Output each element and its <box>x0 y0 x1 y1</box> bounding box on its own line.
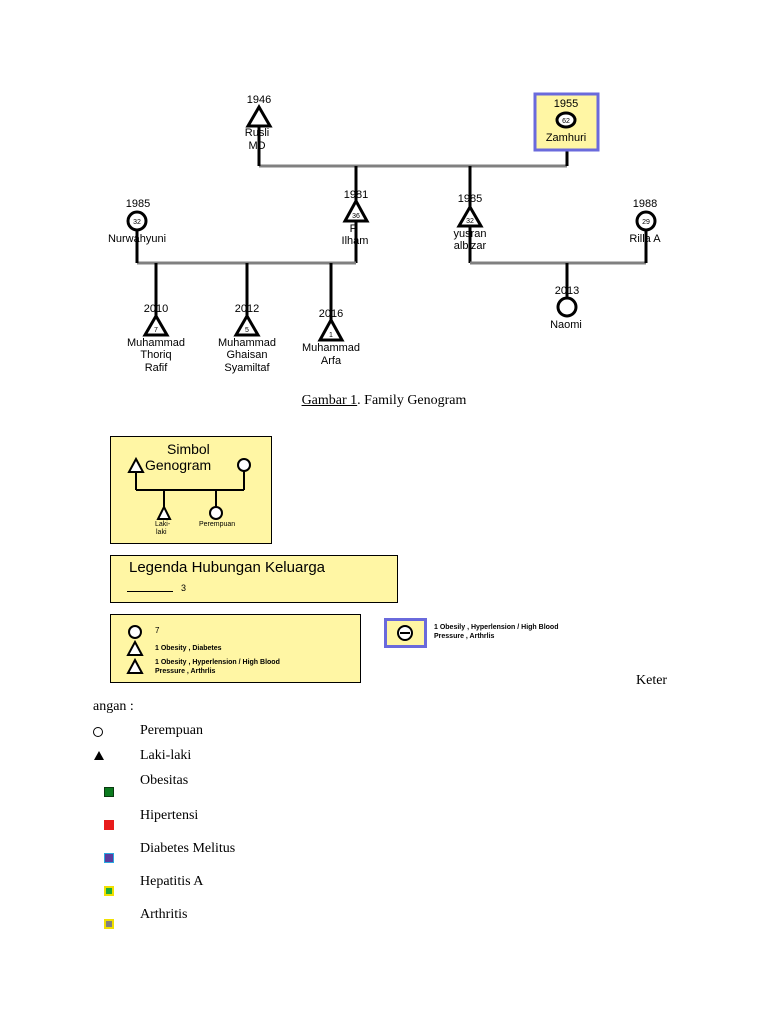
ilham-name-2: Ilham <box>342 235 369 247</box>
conditions-male-ht-1: 1 Obesity , Hyperlension / High Blood <box>155 659 280 666</box>
ghaisan-year: 2012 <box>235 303 259 315</box>
legenda-count: 3 <box>181 583 187 593</box>
legend-laki: Laki-laki <box>140 748 192 763</box>
simbol-female-label: Perempuan <box>199 521 235 528</box>
naomi-name: Naomi <box>550 319 582 331</box>
arfa-age: 1 <box>329 332 333 339</box>
nurwahyuni-age: 32 <box>133 219 141 226</box>
ghaisan-male-triangle-icon <box>233 313 261 337</box>
simbol-title-2: Genogram <box>145 457 211 473</box>
diabetes-swatch-icon <box>104 853 114 863</box>
conditions-female-circle-icon <box>128 625 142 639</box>
yusran-name-2: albizar <box>454 240 487 252</box>
thoriq-year: 2010 <box>144 303 168 315</box>
yusran-year: 1985 <box>458 193 482 205</box>
thoriq-name-2: Thoriq <box>140 349 171 361</box>
nurwahyuni-name: Nurwahyuni <box>108 233 166 245</box>
rusli-name-1: Rusli <box>245 127 269 139</box>
legend-perempuan: Perempuan <box>140 723 203 738</box>
figure-caption: Gambar 1. Family Genogram <box>0 393 768 409</box>
legend-male-triangle-icon <box>94 751 104 760</box>
arfa-year: 2016 <box>319 308 343 320</box>
legend-arthritis: Arthritis <box>140 907 188 922</box>
ghaisan-name-3: Syamiltaf <box>224 362 270 374</box>
legend-obesitas: Obesitas <box>140 773 189 788</box>
legend-diabetes: Diabetes Melitus <box>140 841 236 856</box>
simbol-female-circle-icon <box>237 458 251 472</box>
rusli-name-2: MD <box>248 140 265 152</box>
female-condition-icon-wrap <box>397 625 413 641</box>
female-condition-text-2: Pressure , Arthrlis <box>434 633 495 640</box>
thoriq-male-triangle-icon <box>142 313 170 337</box>
simbol-male-triangle-icon <box>127 456 145 473</box>
legenda-line <box>127 591 173 592</box>
simbol-male-label-2: laki <box>156 529 167 536</box>
conditions-box: 7 1 Obesity , Diabetes 1 Obesity , Hyper… <box>110 614 361 683</box>
simbol-male-label-1: Laki- <box>155 521 171 528</box>
rusli-male-triangle-icon <box>245 104 273 128</box>
rilla-name: Rilla A <box>629 233 661 245</box>
arthritis-swatch-icon <box>104 919 114 929</box>
simbol-title-1: Simbol <box>167 441 210 457</box>
zamhuri-year: 1955 <box>554 98 578 110</box>
obesitas-swatch-icon <box>104 787 114 797</box>
yusran-age: 32 <box>466 218 474 225</box>
family-genogram: 1946 Rusli MD 1955 62 Zamhuri 1981 36 F … <box>108 92 661 374</box>
rilla-year: 1988 <box>633 198 657 210</box>
hepatitis-swatch-icon <box>104 886 114 896</box>
naomi-year: 2013 <box>555 285 579 297</box>
conditions-male-ht-2: Pressure , Arthrlis <box>155 668 216 675</box>
conditions-male-triangle-icon-1 <box>126 639 144 656</box>
ghaisan-name-1: Muhammad <box>218 337 276 349</box>
conditions-male-triangle-icon-2 <box>126 657 144 674</box>
ilham-age: 36 <box>352 213 360 220</box>
yusran-name-1: yusran <box>453 228 486 240</box>
ilham-year: 1981 <box>344 189 368 201</box>
ilham-male-triangle-icon <box>342 197 370 223</box>
simbol-child-female-circle-icon <box>209 506 223 520</box>
rilla-age: 29 <box>642 219 650 226</box>
yusran-male-triangle-icon <box>456 204 484 228</box>
ghaisan-age: 5 <box>245 327 249 334</box>
ghaisan-name-2: Ghaisan <box>227 349 268 361</box>
conditions-female-count: 7 <box>155 626 160 635</box>
legend-hipertensi: Hipertensi <box>140 808 199 823</box>
naomi-female-circle-icon <box>556 296 578 318</box>
rusli-year: 1946 <box>247 94 271 106</box>
caption-text: . Family Genogram <box>357 393 467 408</box>
legend-female-circle-icon <box>93 727 103 737</box>
thoriq-name-1: Muhammad <box>127 337 185 349</box>
keterangan-part-1: Keter <box>636 673 668 688</box>
legend-hepatitis: Hepatitis A <box>140 874 204 889</box>
nurwahyuni-year: 1985 <box>126 198 150 210</box>
thoriq-age: 7 <box>154 327 158 334</box>
ilham-name-1: F <box>350 223 357 235</box>
legenda-title: Legenda Hubungan Keluarga <box>129 559 326 576</box>
arfa-name-1: Muhammad <box>302 342 360 354</box>
hipertensi-swatch-icon <box>104 820 114 830</box>
simbol-genogram-diagram: Simbol Genogram Laki- laki Perempuan <box>127 441 251 536</box>
zamhuri-female-circle-icon <box>555 111 577 129</box>
zamhuri-age: 62 <box>562 118 570 125</box>
rilla-female-circle-icon <box>635 210 657 232</box>
female-condition-text-1: 1 Obesily , Hyperlension / High Blood <box>434 624 559 631</box>
keterangan-part-2: angan : <box>93 699 134 714</box>
legenda-hubungan-box: Legenda Hubungan Keluarga 3 <box>110 555 398 603</box>
nurwahyuni-female-circle-icon <box>126 210 148 232</box>
caption-label: Gambar 1 <box>301 393 358 408</box>
arfa-male-triangle-icon <box>317 316 345 342</box>
conditions-male-obesity: 1 Obesity , Diabetes <box>155 645 222 652</box>
simbol-genogram-box: Simbol Genogram Laki- laki Perempuan <box>110 436 272 544</box>
zamhuri-name: Zamhuri <box>546 132 586 144</box>
arfa-name-2: Arfa <box>321 355 342 367</box>
female-condition-highlight <box>384 618 427 648</box>
thoriq-name-3: Rafif <box>145 362 169 374</box>
simbol-child-male-triangle-icon <box>156 504 172 520</box>
conditions-icons <box>126 625 144 674</box>
